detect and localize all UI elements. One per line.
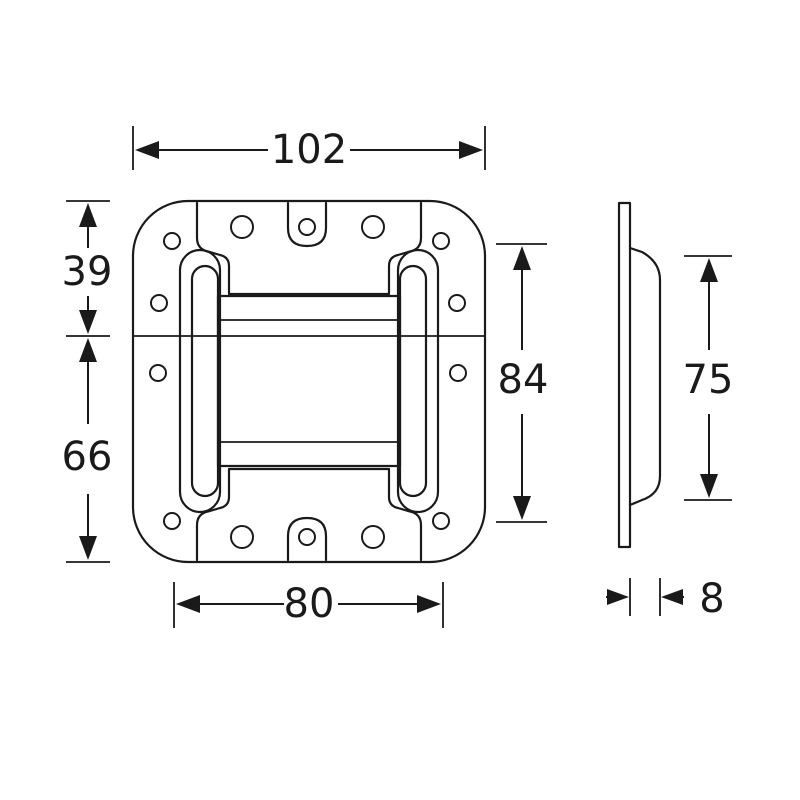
outer-plate — [131, 199, 487, 564]
dim-overall-width: 102 — [132, 126, 486, 174]
top-keyhole-hole — [298, 218, 316, 236]
mount-hole — [432, 512, 450, 530]
center-grip — [216, 294, 402, 468]
side-view — [617, 201, 662, 549]
dim-handle-height: 84 — [496, 243, 549, 523]
handle-right-inner — [398, 264, 428, 498]
bottom-keyhole-hole — [298, 528, 316, 546]
dim-text-102: 102 — [271, 127, 347, 173]
handle-left-outer — [178, 248, 222, 514]
dim-side-height: 75 — [683, 255, 734, 501]
top-bracket — [195, 201, 423, 296]
dim-text-66: 66 — [62, 434, 113, 480]
dim-depth: 8 — [606, 576, 725, 622]
mount-hole — [230, 215, 254, 239]
dim-text-75: 75 — [683, 357, 734, 403]
mount-hole — [163, 232, 181, 250]
dim-left-heights: 39 66 — [62, 200, 113, 563]
front-view — [131, 199, 487, 564]
mount-hole — [149, 364, 167, 382]
bottom-bracket — [195, 467, 423, 562]
mount-hole — [163, 512, 181, 530]
handle-right-outer — [396, 248, 440, 514]
top-keyhole-tab — [286, 201, 328, 248]
dim-text-80: 80 — [284, 581, 335, 627]
side-recess — [628, 246, 662, 507]
mount-hole — [150, 294, 168, 312]
mount-hole — [448, 294, 466, 312]
dim-text-84: 84 — [498, 357, 549, 403]
side-plate — [617, 201, 632, 549]
bottom-keyhole-tab — [286, 516, 328, 562]
dim-text-39: 39 — [62, 249, 113, 295]
mount-hole — [230, 525, 254, 549]
dim-inner-width: 80 — [173, 580, 444, 628]
mount-hole — [432, 232, 450, 250]
mount-hole — [449, 364, 467, 382]
mount-hole — [361, 215, 385, 239]
handle-left-inner — [190, 264, 220, 498]
mount-hole — [361, 525, 385, 549]
dim-text-8: 8 — [699, 576, 724, 622]
